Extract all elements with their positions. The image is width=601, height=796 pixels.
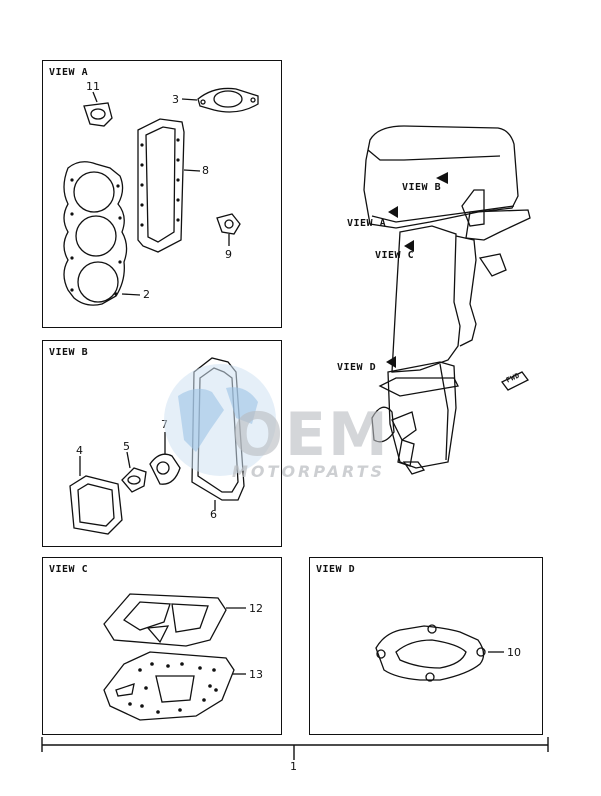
panel-view-b: VIEW B [42,340,282,547]
panel-view-a: VIEW A [42,60,282,328]
callout-2: 2 [143,288,150,301]
callout-13: 13 [249,668,263,681]
panel-title: VIEW D [316,564,356,575]
callout-11: 11 [86,80,100,93]
panel-view-d: VIEW D [309,557,543,735]
engine-label-view-a: VIEW A [347,218,387,229]
panel-title: VIEW B [49,347,89,358]
engine-label-view-b: VIEW B [402,182,442,193]
watermark-brand: OEM [232,400,390,470]
panel-title: VIEW C [49,564,89,575]
callout-12: 12 [249,602,263,615]
callout-6: 6 [210,508,217,521]
callout-1: 1 [290,760,297,773]
panel-title: VIEW A [49,67,89,78]
callout-3: 3 [172,93,179,106]
engine-label-view-c: VIEW C [375,250,415,261]
callout-5: 5 [123,440,130,453]
callout-10: 10 [507,646,521,659]
panel-view-c: VIEW C [42,557,282,735]
engine-label-view-d: VIEW D [337,362,377,373]
callout-9: 9 [225,248,232,261]
watermark-sub: MOTORPARTS [232,462,386,481]
callout-8: 8 [202,164,209,177]
callout-4: 4 [76,444,83,457]
